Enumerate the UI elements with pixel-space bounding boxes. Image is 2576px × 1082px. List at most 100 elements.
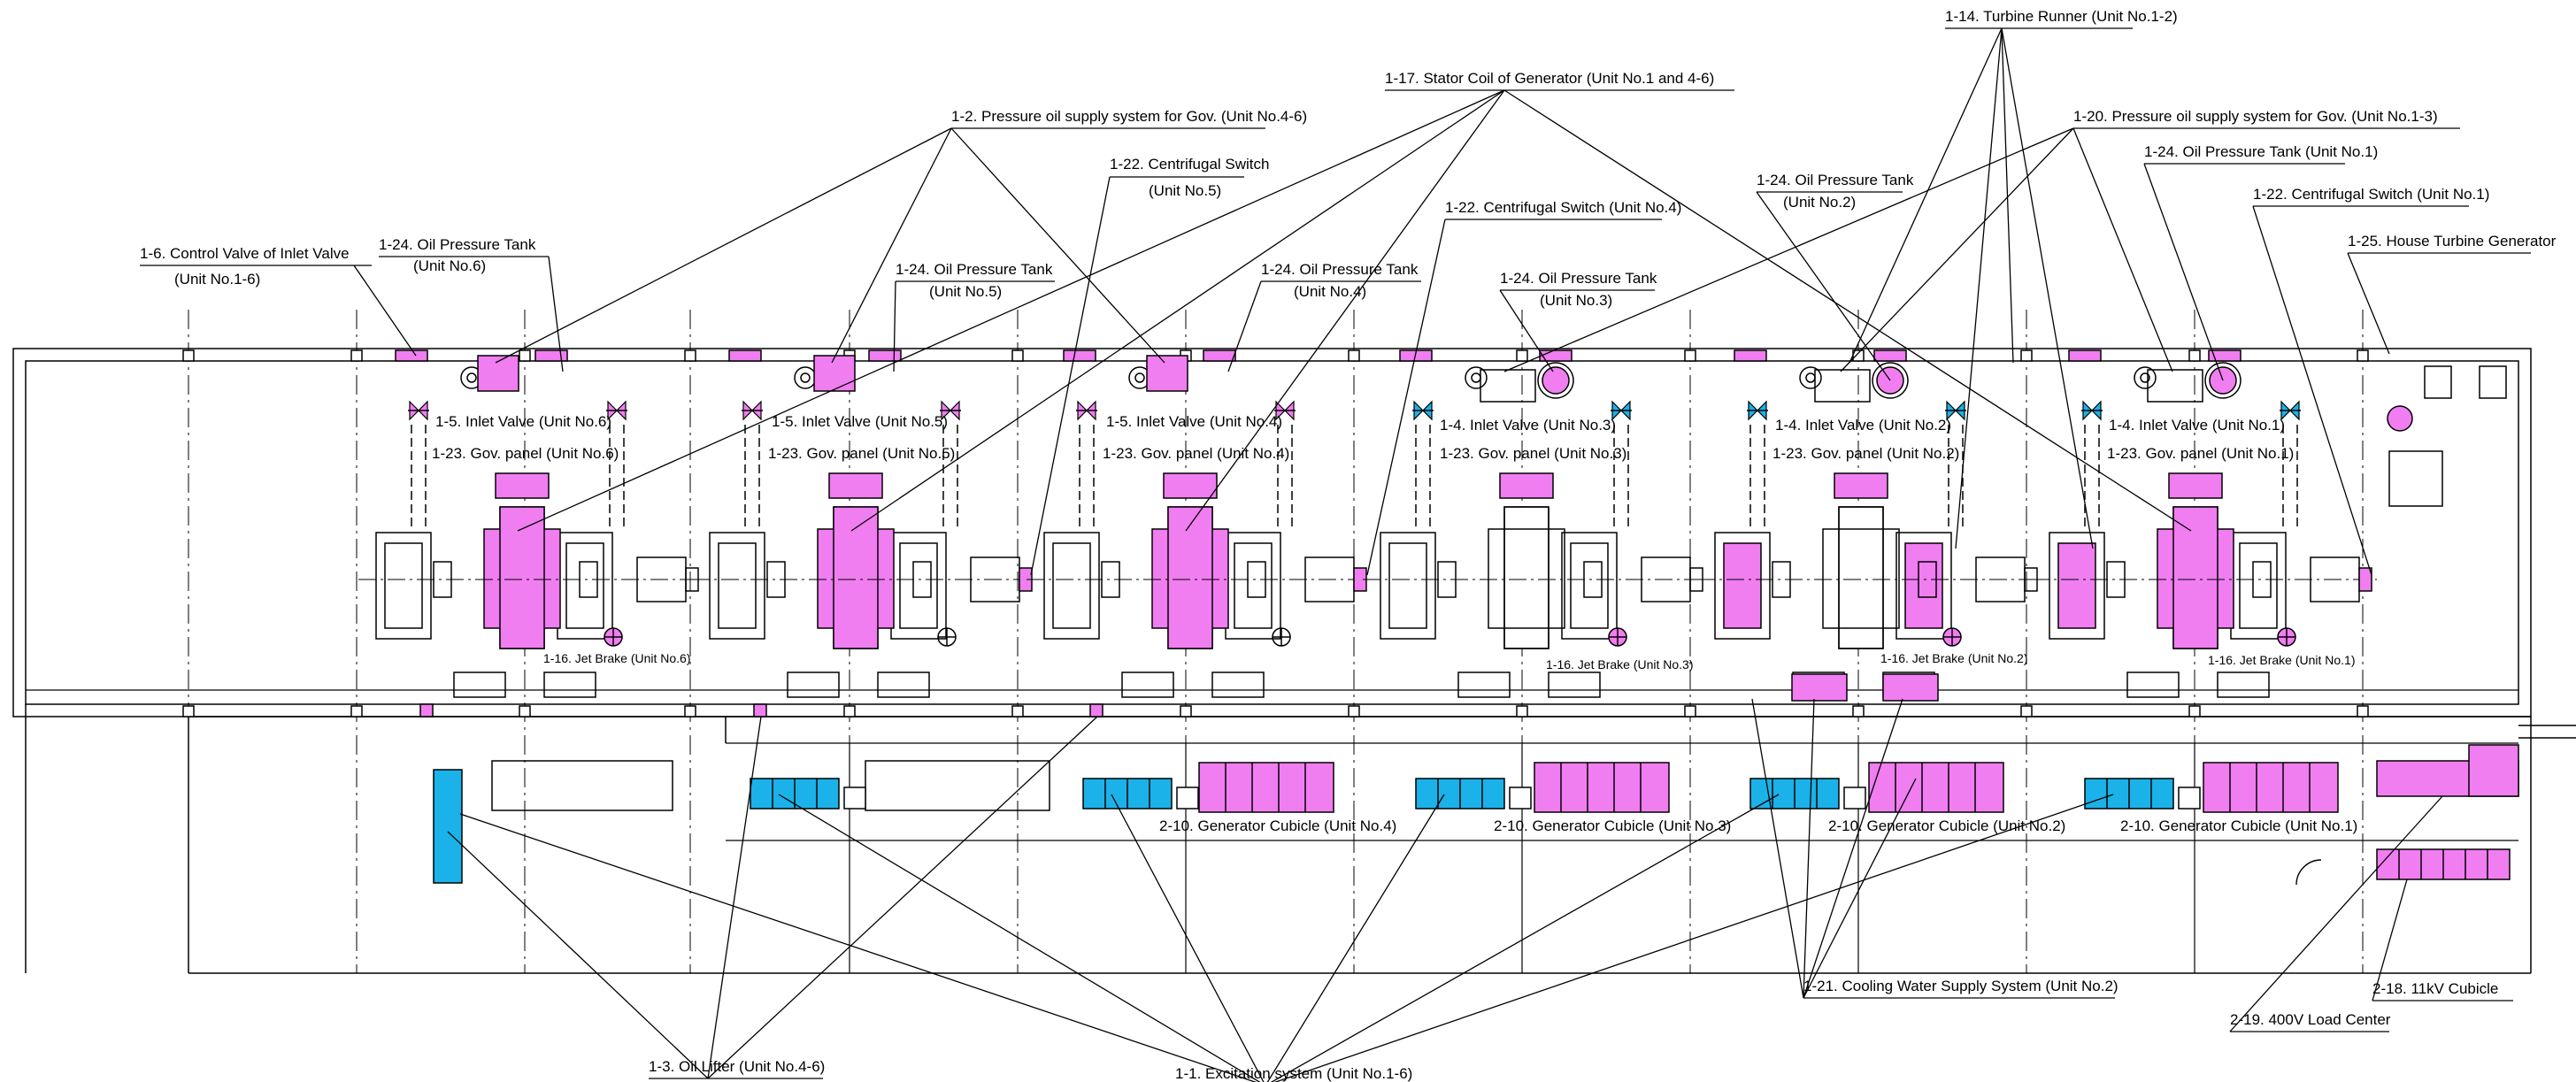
door-swing xyxy=(2295,859,2322,886)
leader-1 xyxy=(1849,27,2003,364)
leader-51 xyxy=(707,716,762,1079)
pressure-oil-panel-2 xyxy=(1146,355,1188,392)
leader-29 xyxy=(353,265,417,357)
leader-7 xyxy=(850,89,1505,532)
unit-3-corridor-box-a xyxy=(1457,671,1511,698)
generating-units xyxy=(358,349,2507,717)
leader-52 xyxy=(707,716,1098,1079)
unit-4-gov-panel xyxy=(1163,472,1218,499)
annotation-labels: 1-14. Turbine Runner (Unit No.1-2) 1-17.… xyxy=(140,8,2557,1082)
unit-2-generator-core xyxy=(1838,506,1884,649)
unit-3-generator-stator xyxy=(1503,506,1549,649)
leader-35 xyxy=(1227,280,1262,372)
house-panel-b xyxy=(2479,365,2507,399)
unit-1-casing-left-inner xyxy=(2057,542,2096,629)
unit-3 xyxy=(1363,349,1708,698)
oil-tank-large-fill-0 xyxy=(1542,366,1570,395)
unit-2-oil-tank-inner xyxy=(1805,372,1816,383)
unit-3-coupling-left xyxy=(1437,561,1457,598)
label-stator-coil: 1-17. Stator Coil of Generator (Unit No.… xyxy=(1385,70,1714,87)
generator-cubicle-3 xyxy=(2203,762,2339,813)
oil-tank-large-0 xyxy=(1537,362,1574,399)
leader-58 xyxy=(1270,794,1780,1082)
column-lower-7 xyxy=(1348,705,1360,717)
column-12 xyxy=(2188,349,2201,362)
column-2 xyxy=(519,349,531,362)
excitation-small-box-2 xyxy=(1509,787,1532,810)
label-oil-tank-u5-b: (Unit No.5) xyxy=(929,283,1002,300)
excitation-small-box-4 xyxy=(2178,787,2201,810)
column-lower-8 xyxy=(1516,705,1528,717)
label-gov-u3: 1-23. Gov. panel (Unit No.3) xyxy=(1440,445,1626,462)
unit-4-oil-tank-inner xyxy=(1134,372,1145,383)
unit-2-wall-pink-a xyxy=(1734,349,1767,362)
unit-1-wall-pink-b xyxy=(2208,349,2242,362)
unit-4-casing-left xyxy=(1043,532,1100,640)
label-oil-tank-u6-b: (Unit No.6) xyxy=(413,257,486,274)
unit-6-coupling-right xyxy=(579,561,598,598)
leader-48 xyxy=(2229,795,2443,1032)
leader-25 xyxy=(1756,191,1891,381)
label-inlet-u6: 1-5. Inlet Valve (Unit No.6) xyxy=(435,413,611,430)
label-inlet-u4: 1-5. Inlet Valve (Unit No.4) xyxy=(1106,413,1282,430)
leader-4 xyxy=(2001,27,2094,549)
column-13 xyxy=(2357,349,2369,362)
column-lower-0 xyxy=(182,705,195,717)
oil-lifter-marker-1 xyxy=(753,703,767,717)
label-jet-u3: 1-16. Jet Brake (Unit No.3) xyxy=(1546,657,1694,671)
column-lower-1 xyxy=(350,705,363,717)
label-jet-u2: 1-16. Jet Brake (Unit No.2) xyxy=(1880,651,2028,665)
unit-2-coupling-right xyxy=(1918,561,1937,598)
column-0 xyxy=(182,349,195,362)
unit-3-generator-body xyxy=(1488,528,1565,629)
leader-2 xyxy=(2001,27,2014,364)
label-excitation: 1-1. Excitation system (Unit No.1-6) xyxy=(1175,1065,1412,1082)
label-oil-tank-u5-a: 1-24. Oil Pressure Tank xyxy=(896,261,1053,278)
label-cent-switch-u5-b: (Unit No.5) xyxy=(1149,182,1221,199)
column-lower-9 xyxy=(1684,705,1696,717)
label-house-turbine: 1-25. House Turbine Generator xyxy=(2348,233,2557,249)
unit-2-oil-tank xyxy=(1799,366,1822,389)
unit-5-corridor-box-a xyxy=(787,671,840,698)
leader-41 xyxy=(1751,698,1804,999)
load-center-tall xyxy=(2468,744,2519,797)
column-lower-6 xyxy=(1180,705,1192,717)
label-oil-tank-u3-a: 1-24. Oil Pressure Tank xyxy=(1500,270,1657,287)
house-turbine-set xyxy=(2388,450,2443,507)
unit-2-coupling-left xyxy=(1772,561,1791,598)
label-gov-u1: 1-23. Gov. panel (Unit No.1) xyxy=(2107,445,2294,462)
label-inlet-u1: 1-4. Inlet Valve (Unit No.1) xyxy=(2109,417,2285,434)
unit-1-oil-tank-inner xyxy=(2140,372,2150,383)
unit-1 xyxy=(2032,349,2377,698)
unit-2-casing-right xyxy=(1895,532,1952,640)
unit-6 xyxy=(358,349,704,698)
unit-6-casing-right-inner xyxy=(565,542,604,629)
label-gov-u6: 1-23. Gov. panel (Unit No.6) xyxy=(432,445,619,462)
unit-4-wall-pink-a xyxy=(1063,349,1096,362)
label-gen-cub-u2: 2-10. Generator Cubicle (Unit No.2) xyxy=(1828,817,2065,834)
cubicle-row-u6 xyxy=(491,760,673,811)
label-gen-cub-u3: 2-10. Generator Cubicle (Unit No.3) xyxy=(1494,817,1731,834)
leader-56 xyxy=(1111,794,1265,1082)
label-gov-u2: 1-23. Gov. panel (Unit No.2) xyxy=(1772,445,1959,462)
leader-54 xyxy=(459,813,1257,1082)
cubicle-row-u5 xyxy=(865,760,1050,811)
leader-15 xyxy=(1503,127,2074,372)
unit-4-corridor-box-b xyxy=(1211,671,1265,698)
unit-2-gov-panel xyxy=(1834,472,1888,499)
unit-1-coupling-right xyxy=(2252,561,2272,598)
unit-3-casing-left-inner xyxy=(1388,542,1427,629)
unit-1-casing-right-inner xyxy=(2239,542,2278,629)
leader-37 xyxy=(1499,289,1554,372)
leader-27 xyxy=(2143,163,2224,381)
unit-6-corridor-box-b xyxy=(543,671,596,698)
unit-4 xyxy=(1027,349,1372,698)
unit-5-wall-pink-b xyxy=(868,349,902,362)
unit-4-generator-core xyxy=(1167,506,1213,649)
column-7 xyxy=(1348,349,1360,362)
unit-1-oil-tank xyxy=(2134,366,2157,389)
leader-55 xyxy=(778,794,1261,1082)
label-oil-tank-u2-b: (Unit No.2) xyxy=(1783,194,1856,211)
label-oil-lifter: 1-3. Oil Lifter (Unit No.4-6) xyxy=(649,1058,825,1075)
column-5 xyxy=(1011,349,1024,362)
